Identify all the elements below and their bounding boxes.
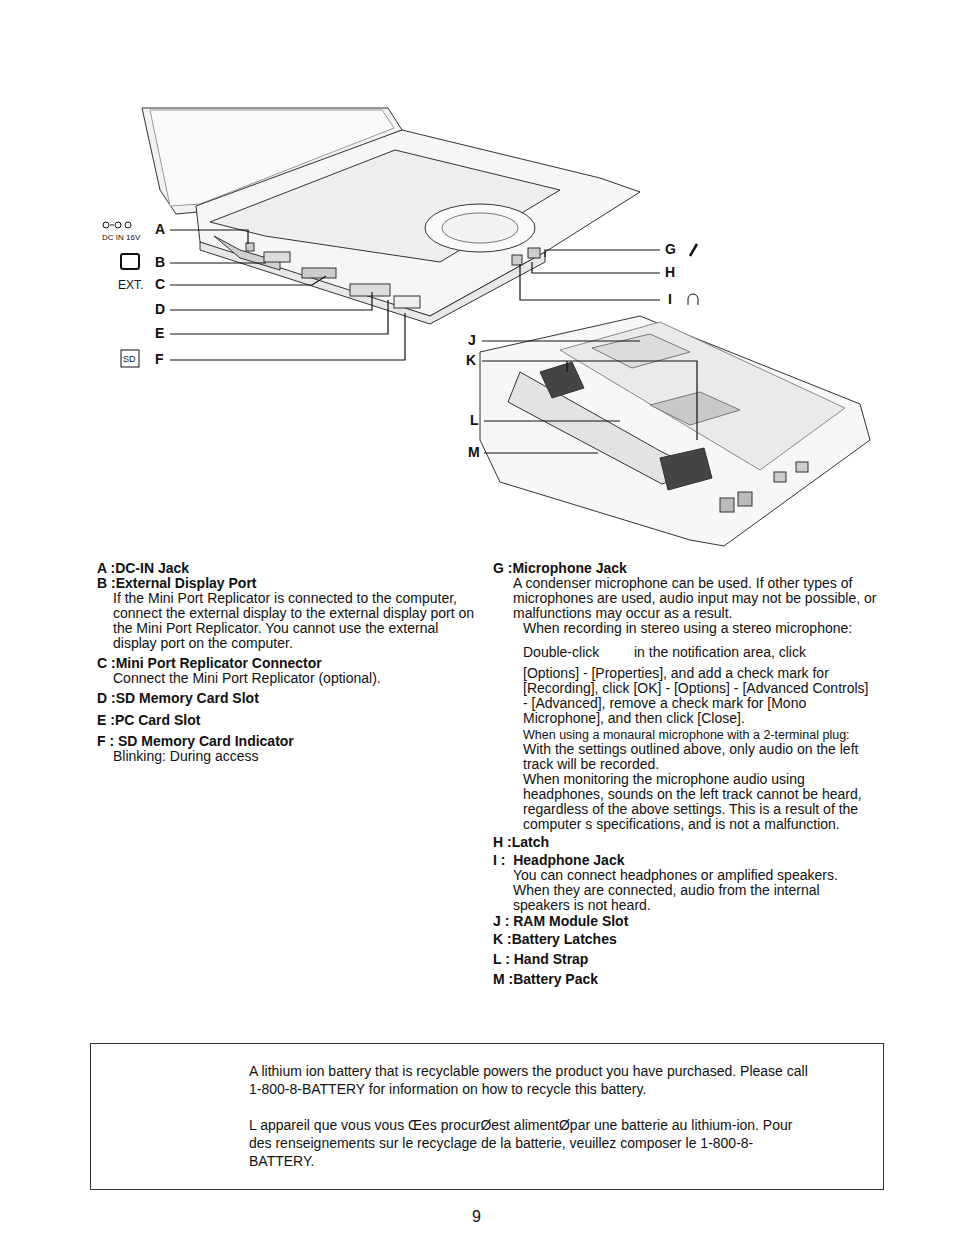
callout-letter: B — [155, 255, 165, 270]
item-heading: M :Battery Pack — [493, 972, 598, 987]
item-heading: H :Latch — [493, 835, 549, 850]
callout-letter: I — [668, 292, 672, 307]
item-description: A condenser microphone can be used. If o… — [513, 576, 879, 621]
item-description: [Options] - [Properties], and add a chec… — [523, 666, 875, 726]
item-heading: J : RAM Module Slot — [493, 914, 628, 929]
item-heading: K :Battery Latches — [493, 932, 617, 947]
item-description: Blinking: During access — [113, 749, 259, 764]
item-description: With the settings outlined above, only a… — [523, 742, 873, 772]
item-description: Double-click — [523, 645, 599, 660]
item-description: When using a monaural microphone with a … — [523, 728, 883, 743]
notice-box: A lithium ion battery that is recyclable… — [90, 1043, 884, 1190]
callout-letter: F — [155, 352, 164, 367]
item-description: You can connect headphones or amplified … — [513, 868, 869, 913]
icon-text: SD — [123, 352, 136, 367]
port-legend: DC IN 16V — [102, 230, 140, 245]
item-heading: B :External Display Port — [97, 576, 257, 591]
item-heading: C :Mini Port Replicator Connector — [97, 656, 322, 671]
item-heading: A :DC-IN Jack — [97, 561, 189, 576]
item-description: If the Mini Port Replicator is connected… — [113, 591, 478, 651]
page-number: 9 — [472, 1209, 481, 1224]
callout-letter: K — [466, 353, 476, 368]
item-heading: L : Hand Strap — [493, 952, 588, 967]
callout-letter: H — [665, 265, 675, 280]
item-heading: D :SD Memory Card Slot — [97, 691, 259, 706]
callout-letter: M — [468, 445, 480, 460]
callout-letter: E — [155, 326, 164, 341]
port-legend: EXT. — [118, 278, 143, 293]
callout-letter: J — [468, 333, 476, 348]
callout-letter: C — [155, 277, 165, 292]
item-heading: F : SD Memory Card Indicator — [97, 734, 294, 749]
notice-text: A lithium ion battery that is recyclable… — [249, 1062, 809, 1098]
item-description: When recording in stereo using a stereo … — [523, 621, 883, 636]
callout-letter: D — [155, 302, 165, 317]
item-description: in the notification area, click — [634, 645, 806, 660]
item-heading: G :Microphone Jack — [493, 561, 627, 576]
item-description: Connect the Mini Port Replicator (option… — [113, 671, 381, 686]
notice-text: L appareil que vous vous Œes procurØest … — [249, 1116, 809, 1170]
item-heading: I : Headphone Jack — [493, 853, 624, 868]
item-heading: E :PC Card Slot — [97, 713, 200, 728]
callout-letter: G — [665, 242, 676, 257]
item-description: When monitoring the microphone audio usi… — [523, 772, 879, 832]
callout-letter: L — [470, 413, 479, 428]
callout-letter: A — [155, 222, 165, 237]
